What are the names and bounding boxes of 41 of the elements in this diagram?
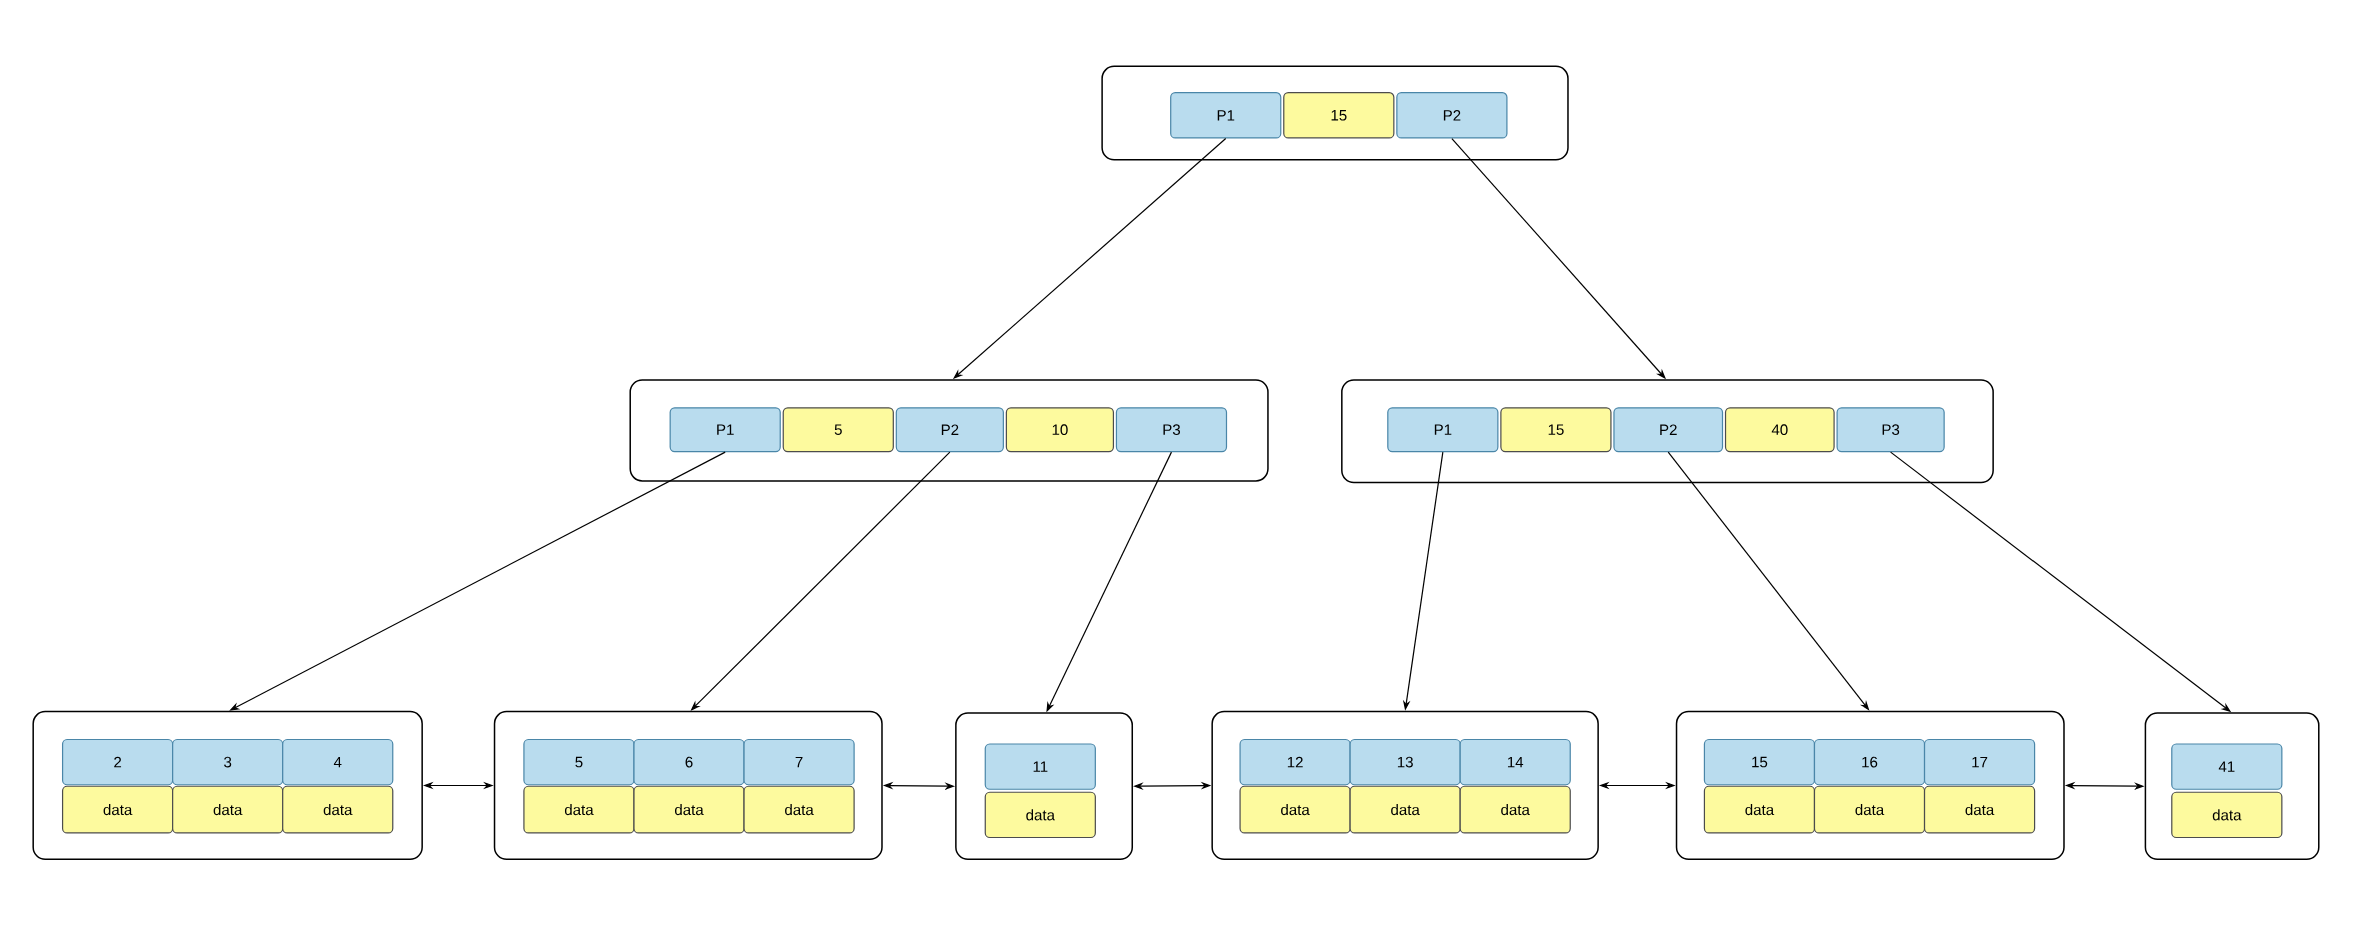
key-cell: 41 (2171, 743, 2283, 790)
data-cell: data (633, 785, 745, 834)
key-cell: 6 (633, 738, 745, 786)
data-cell: data (523, 785, 635, 834)
pointer-cell: P1 (1387, 407, 1499, 453)
key-cell: 5 (782, 407, 894, 453)
key-cell: 5 (523, 738, 635, 786)
pointer-cell: P3 (1115, 407, 1228, 453)
key-cell: 14 (1459, 738, 1571, 786)
pointer-cell: P3 (1836, 407, 1945, 453)
pointer-cell: P1 (669, 407, 781, 453)
key-cell: 4 (282, 738, 394, 786)
data-cell: data (984, 791, 1096, 838)
key-cell: 17 (1923, 738, 2036, 786)
data-cell: data (282, 785, 394, 834)
data-cell: data (2171, 791, 2283, 838)
key-cell: 15 (1500, 407, 1612, 453)
key-cell: 3 (172, 738, 284, 786)
data-cell: data (1923, 785, 2036, 834)
pointer-cell: P2 (1396, 92, 1508, 139)
key-cell: 11 (984, 743, 1096, 790)
data-cell: data (1703, 785, 1816, 834)
data-cell: data (1349, 785, 1461, 834)
data-cell: data (1813, 785, 1926, 834)
data-cell: data (61, 785, 174, 834)
key-cell: 13 (1349, 738, 1461, 786)
key-cell: 12 (1239, 738, 1351, 786)
key-cell: 15 (1283, 92, 1395, 139)
key-cell: 10 (1005, 407, 1115, 453)
data-cell: data (1239, 785, 1351, 834)
key-cell: 2 (61, 738, 174, 786)
data-cell: data (1459, 785, 1571, 834)
key-cell: 40 (1724, 407, 1835, 453)
key-cell: 7 (743, 738, 855, 786)
key-cell: 16 (1813, 738, 1926, 786)
pointer-cell: P2 (1613, 407, 1724, 453)
pointer-cell: P2 (895, 407, 1004, 453)
pointer-cell: P1 (1170, 92, 1282, 139)
data-cell: data (172, 785, 284, 834)
key-cell: 15 (1703, 738, 1816, 786)
data-cell: data (743, 785, 855, 834)
